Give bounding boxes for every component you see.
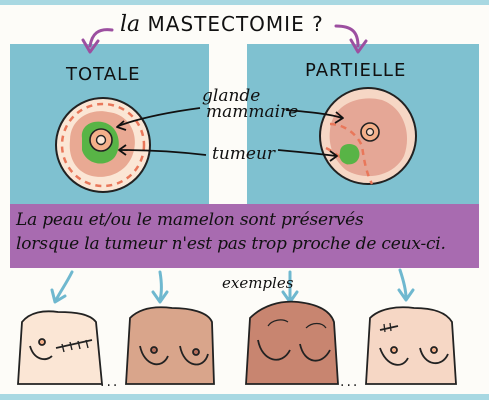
pointer-gland-right — [285, 109, 343, 119]
breast-partielle — [319, 87, 417, 185]
breast-totale — [55, 97, 151, 193]
torso-3 — [245, 300, 339, 385]
ellipsis-left: ... — [100, 374, 120, 390]
top-border — [0, 0, 489, 5]
label-mammaire: mammaire — [206, 102, 299, 122]
panel-title-totale: TOTALE — [66, 64, 141, 85]
label-tumeur: tumeur — [212, 144, 276, 164]
page-title: la MASTECTOMIE ? — [120, 12, 324, 37]
panel-title-partielle: PARTIELLE — [305, 60, 407, 81]
band-text-line2: lorsque la tumeur n'est pas trop proche … — [16, 234, 446, 254]
arrow-to-partielle — [334, 24, 360, 48]
torso-1 — [17, 310, 103, 385]
title-prefix: la — [120, 12, 141, 37]
pointer-tumor-right — [277, 149, 337, 157]
pointer-gland-left — [117, 107, 201, 127]
bottom-border — [0, 394, 489, 400]
title-word: MASTECTOMIE ? — [147, 12, 324, 36]
ellipsis-right: ... — [340, 374, 360, 390]
label-glande: glande — [202, 86, 261, 106]
examples-label: exemples — [222, 274, 294, 292]
arrow-to-totale — [88, 28, 114, 48]
info-band — [10, 204, 479, 268]
band-text-line1: La peau et/ou le mamelon sont préservés — [16, 210, 364, 230]
arrow-head-partielle — [349, 38, 368, 54]
arrow-head-totale — [81, 38, 100, 54]
torso-2 — [125, 306, 215, 385]
torso-4 — [365, 306, 457, 385]
pointer-tumor-left — [119, 149, 207, 156]
